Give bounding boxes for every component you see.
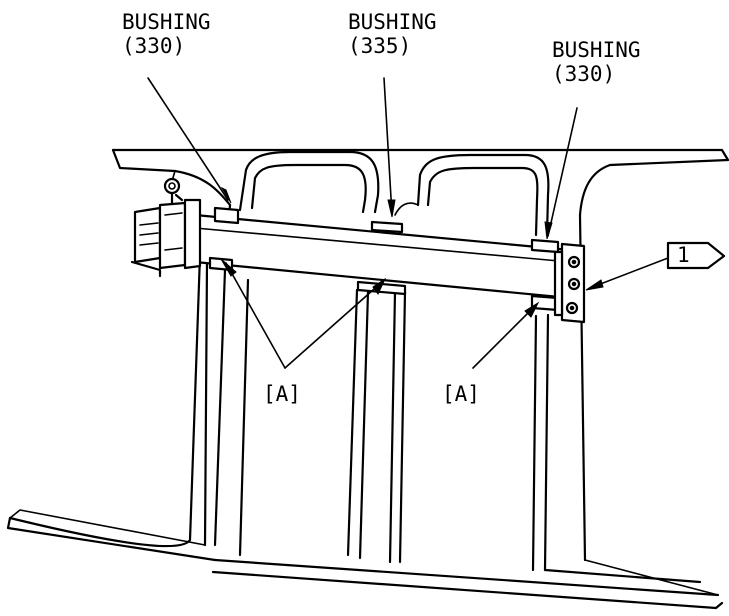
flag-callout-shape — [666, 241, 726, 270]
right-end-fitting — [553, 242, 586, 324]
bushing-left-number: (330) — [122, 34, 186, 58]
flag-number: 1 — [677, 243, 690, 267]
bushings — [208, 206, 560, 312]
bushing-right-number: (330) — [552, 62, 616, 86]
left-end-fitting — [130, 177, 202, 278]
bushing-center-label: BUSHING (335) — [348, 10, 437, 58]
bushing-center-number: (335) — [348, 34, 412, 58]
bushing-center-name: BUSHING — [348, 10, 437, 34]
bushing-center-shape — [370, 220, 404, 234]
vertical-members — [238, 278, 550, 572]
bottom-flange — [211, 558, 724, 610]
eye-bolt-icon — [163, 177, 181, 195]
bushing-right-label: BUSHING (330) — [552, 38, 641, 86]
bushing-left-label: BUSHING (330) — [122, 10, 211, 58]
area-a-left-label: [A] — [263, 382, 301, 406]
bushing-leaders — [147, 77, 578, 240]
bushing-left-shape — [213, 206, 240, 225]
bushing-right-shape — [530, 238, 560, 254]
area-a-right-label: [A] — [442, 382, 480, 406]
flag-leader — [585, 241, 726, 291]
bushing-left-name: BUSHING — [122, 10, 211, 34]
top-frame — [111, 148, 729, 562]
frame-arches — [238, 150, 550, 237]
bushing-center-lower — [356, 280, 407, 296]
bushing-right-name: BUSHING — [552, 38, 641, 62]
area-a-leaders — [220, 258, 540, 369]
